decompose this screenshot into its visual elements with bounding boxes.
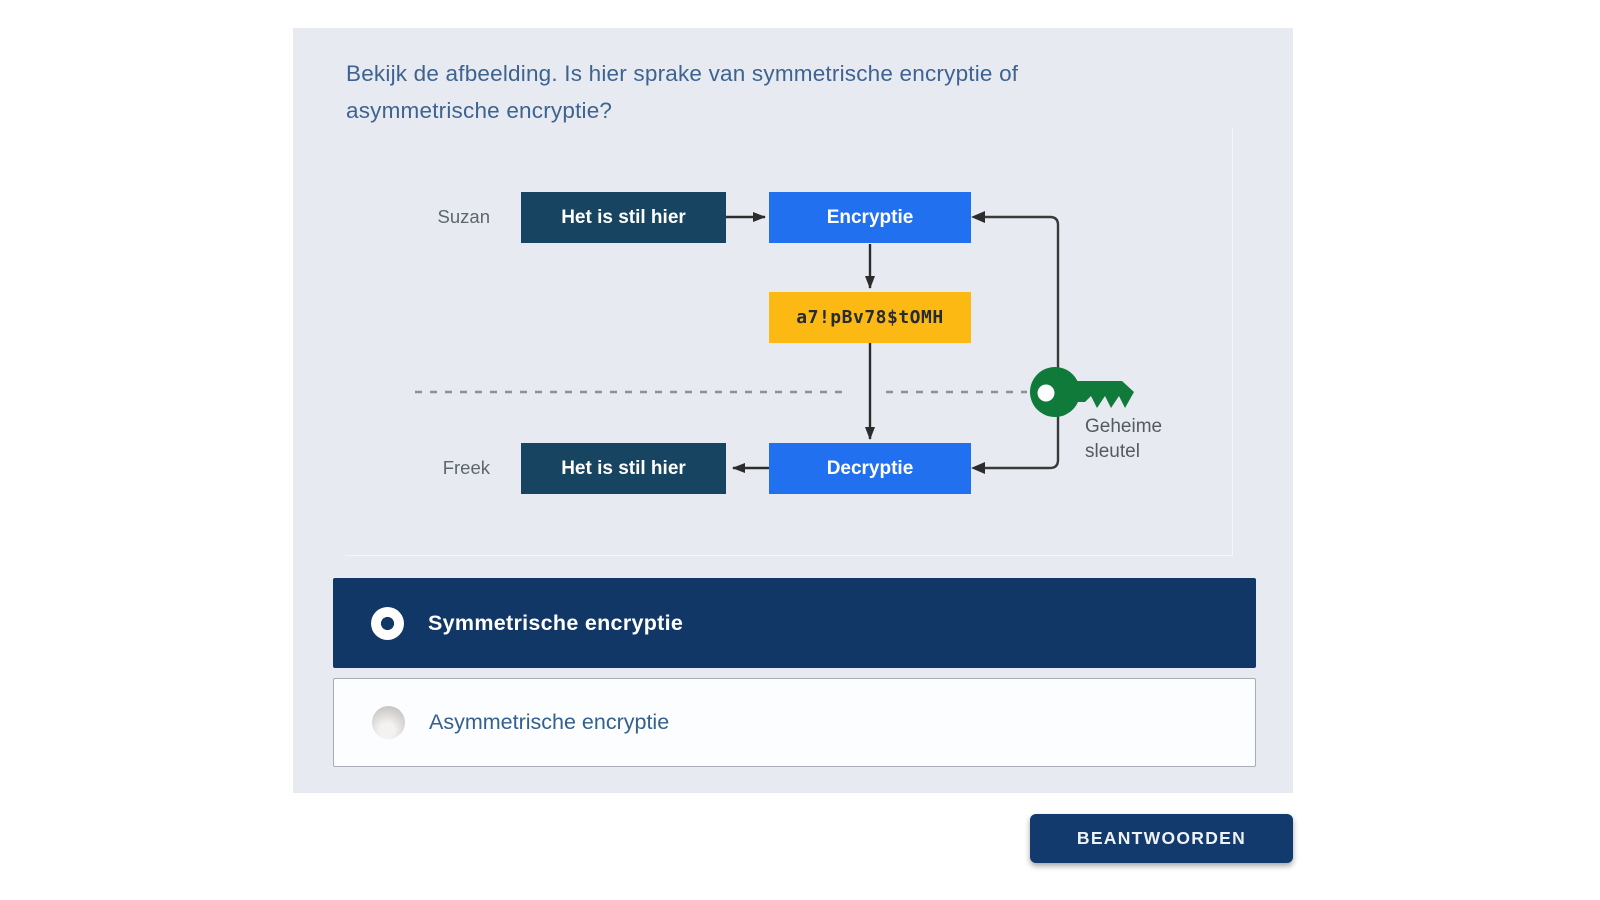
receiver-label: Freek	[442, 457, 490, 478]
encrypt-box: Encryptie	[769, 192, 971, 243]
answer-button[interactable]: BEANTWOORDEN	[1030, 814, 1293, 863]
sender-message-box: Het is stil hier	[521, 192, 726, 243]
question-text: Bekijk de afbeelding. Is hier sprake van…	[346, 61, 1019, 123]
sender-label: Suzan	[437, 206, 490, 227]
flow-arrows	[726, 212, 875, 473]
diagram-graphics	[415, 211, 1134, 474]
question-panel: Bekijk de afbeelding. Is hier sprake van…	[293, 28, 1293, 793]
option-label: Symmetrische encryptie	[428, 610, 684, 635]
key-connector-line	[971, 211, 1060, 474]
radio-selected-icon[interactable]	[371, 606, 404, 640]
ciphertext-box: a7!pBv78$tOMH	[769, 292, 971, 343]
radio-unselected-icon[interactable]	[372, 706, 405, 739]
option-asymmetric[interactable]: Asymmetrische encryptie	[333, 678, 1256, 767]
encryption-diagram: Suzan Het is stil hier Encryptie a7!pBv7…	[345, 128, 1233, 556]
option-label: Asymmetrische encryptie	[429, 710, 670, 734]
secret-key-label: Geheime sleutel	[1085, 416, 1163, 462]
secret-key-icon	[1030, 367, 1134, 417]
option-symmetric[interactable]: Symmetrische encryptie	[333, 578, 1256, 668]
receiver-message-box: Het is stil hier	[521, 443, 726, 494]
decrypt-box: Decryptie	[769, 443, 971, 494]
